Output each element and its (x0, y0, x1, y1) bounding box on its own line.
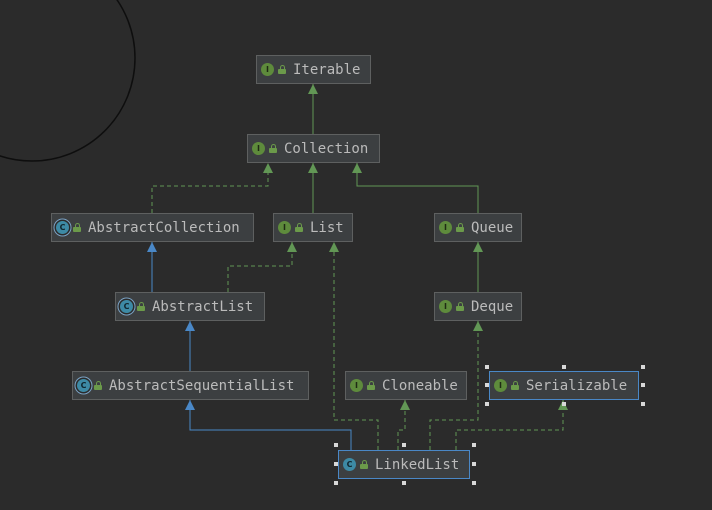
node-iterable[interactable]: I Iterable (256, 55, 371, 84)
resize-handle[interactable] (485, 365, 489, 369)
node-linked-list[interactable]: C LinkedList (338, 450, 470, 479)
resize-handle[interactable] (562, 402, 566, 406)
node-label: Queue (471, 219, 514, 236)
node-list[interactable]: I List (273, 213, 353, 242)
public-lock-icon (295, 223, 303, 232)
interface-icon: I (439, 221, 452, 234)
edge-queue-to-collection (352, 163, 479, 213)
resize-handle[interactable] (641, 365, 645, 369)
interface-icon: I (439, 300, 452, 313)
node-label: Collection (284, 140, 369, 157)
node-cloneable[interactable]: I Cloneable (345, 371, 467, 400)
resize-handle[interactable] (334, 481, 338, 485)
arrowhead (308, 84, 318, 94)
class-icon: C (343, 458, 356, 471)
resize-handle[interactable] (402, 481, 406, 485)
node-abstract-sequential-list[interactable]: C AbstractSequentialList (72, 371, 309, 400)
edge-abstract-list-to-list (227, 242, 297, 292)
node-label: Cloneable (382, 377, 458, 394)
edge-linked-list-to-abstract-sequential-list (185, 400, 352, 450)
node-label: List (310, 219, 344, 236)
edge-abstract-list-to-abstract-collection (147, 242, 157, 292)
resize-handle[interactable] (334, 443, 338, 447)
edge-abstract-sequential-list-to-abstract-list (185, 321, 195, 371)
arrowhead (473, 321, 483, 331)
edge-collection-to-iterable (308, 84, 318, 134)
arrowhead (308, 163, 318, 173)
node-collection[interactable]: I Collection (247, 134, 380, 163)
node-label: AbstractCollection (88, 219, 240, 236)
node-abstract-collection[interactable]: C AbstractCollection (51, 213, 254, 242)
node-label: LinkedList (375, 456, 460, 473)
public-lock-icon (367, 381, 375, 390)
arrowhead (473, 242, 483, 252)
node-serializable[interactable]: I Serializable (489, 371, 639, 400)
public-lock-icon (73, 223, 81, 232)
arrowhead (329, 242, 339, 252)
resize-handle[interactable] (472, 443, 476, 447)
public-lock-icon (456, 223, 464, 232)
interface-icon: I (350, 379, 363, 392)
arrowhead (287, 242, 297, 252)
node-label: Iterable (293, 61, 361, 78)
node-label: Serializable (526, 377, 628, 394)
public-lock-icon (511, 381, 519, 390)
resize-handle[interactable] (641, 383, 645, 387)
node-abstract-list[interactable]: C AbstractList (115, 292, 265, 321)
interface-icon: I (261, 63, 274, 76)
resize-handle[interactable] (334, 462, 338, 466)
interface-icon: I (252, 142, 265, 155)
public-lock-icon (94, 381, 102, 390)
resize-handle[interactable] (402, 443, 406, 447)
resize-handle[interactable] (562, 365, 566, 369)
resize-handle[interactable] (485, 402, 489, 406)
node-label: Deque (471, 298, 514, 315)
arrowhead (147, 242, 157, 252)
node-label: AbstractSequentialList (109, 377, 295, 394)
abstract-class-icon: C (56, 221, 69, 234)
arrowhead (185, 400, 195, 410)
edge-deque-to-queue (473, 242, 483, 292)
arrowhead (263, 163, 273, 173)
public-lock-icon (269, 144, 277, 153)
edge-linked-list-to-deque (429, 321, 483, 450)
interface-icon: I (278, 221, 291, 234)
public-lock-icon (137, 302, 145, 311)
abstract-class-icon: C (77, 379, 90, 392)
arrowhead (400, 400, 410, 410)
node-queue[interactable]: I Queue (434, 213, 522, 242)
public-lock-icon (278, 65, 286, 74)
resize-handle[interactable] (641, 402, 645, 406)
abstract-class-icon: C (120, 300, 133, 313)
node-label: AbstractList (152, 298, 254, 315)
node-deque[interactable]: I Deque (434, 292, 522, 321)
arrowhead (352, 163, 362, 173)
public-lock-icon (456, 302, 464, 311)
resize-handle[interactable] (472, 462, 476, 466)
resize-handle[interactable] (472, 481, 476, 485)
edge-linked-list-to-list (329, 242, 379, 450)
edge-abstract-collection-to-collection (151, 163, 273, 213)
interface-icon: I (494, 379, 507, 392)
arrowhead (185, 321, 195, 331)
public-lock-icon (360, 460, 368, 469)
edge-linked-list-to-cloneable (397, 400, 410, 450)
resize-handle[interactable] (485, 383, 489, 387)
edge-list-to-collection (308, 163, 318, 213)
decorative-arc (0, 0, 136, 162)
